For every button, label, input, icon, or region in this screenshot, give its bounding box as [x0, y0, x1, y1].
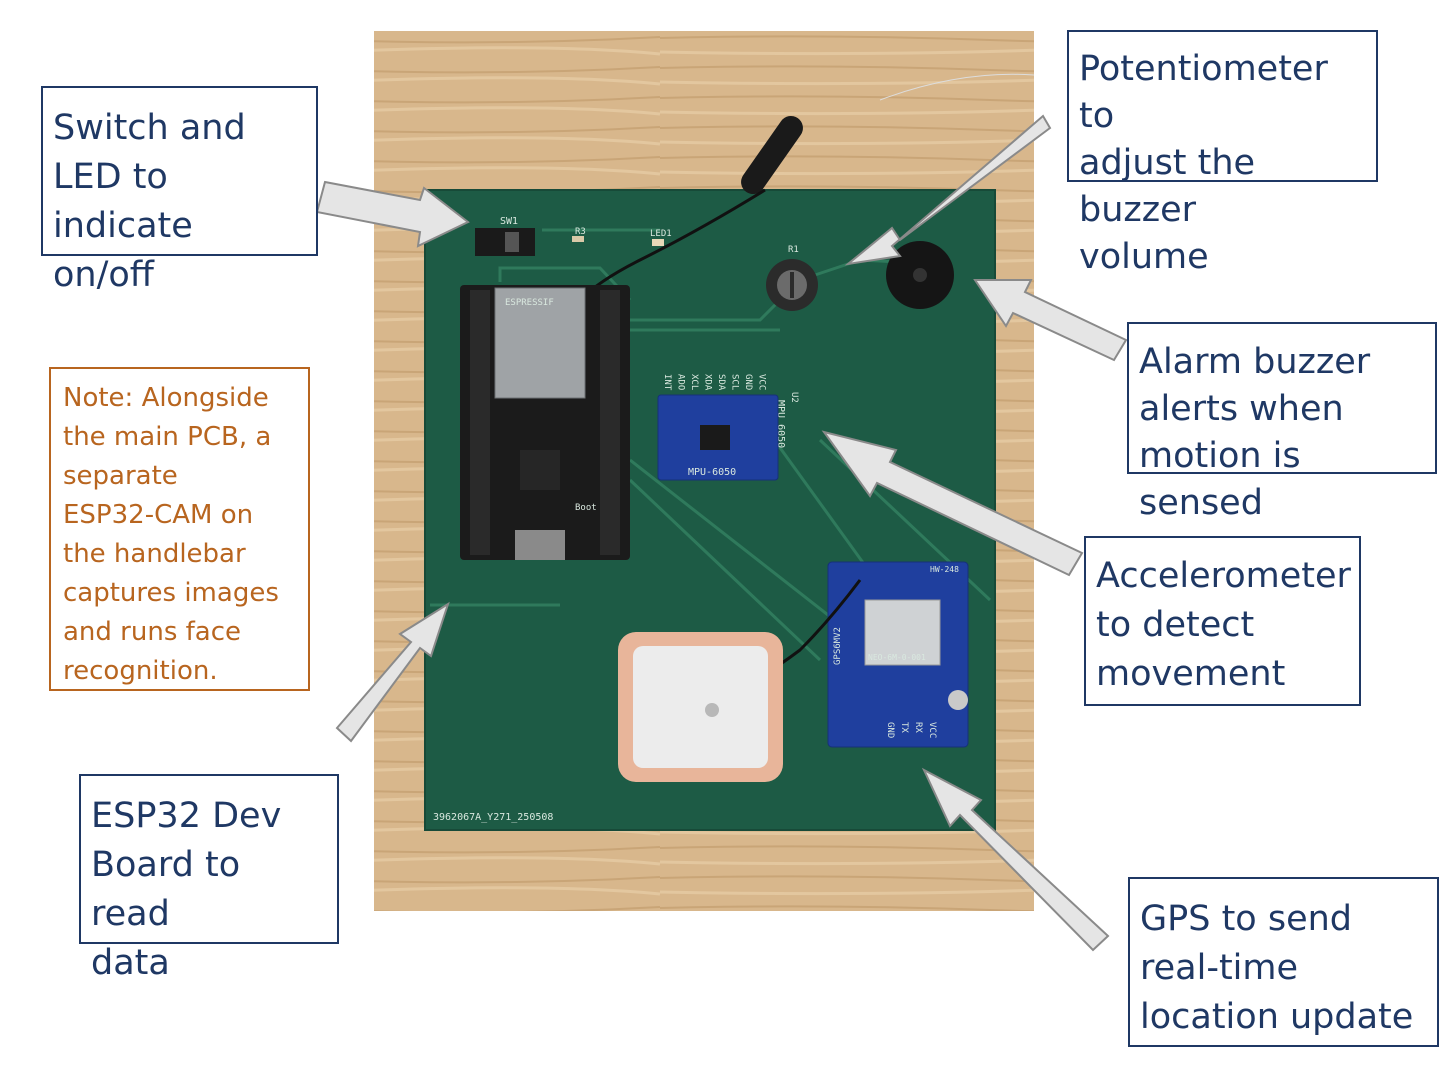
mpu-pins-label-4: SDA	[716, 374, 726, 391]
gps-chip-silk: NEO-6M-0-001	[868, 653, 926, 662]
arrow-to-potentiometer	[844, 114, 1052, 266]
esp-boot-silk: Boot	[575, 503, 597, 513]
gps-module-silk: GPS6MV2	[833, 627, 843, 665]
mpu-pins-label-0: INT	[662, 374, 672, 391]
r3-silk: R3	[575, 227, 586, 237]
callout-accelerometer: Accelerometer to detect movement	[1084, 536, 1361, 706]
potentiometer: R1	[766, 245, 818, 311]
esp-brand-silk: ESPRESSIF	[505, 298, 554, 308]
arrow-to-esp32	[335, 601, 450, 743]
mpu-module-silk: MPU-6050	[688, 467, 736, 478]
arrow-to-gps	[921, 767, 1110, 952]
mpu-pins-label-2: XCL	[689, 374, 699, 390]
mpu-pins-label-3: XDA	[703, 374, 713, 391]
note-esp32-cam: Note: Alongside the main PCB, a separate…	[49, 367, 310, 691]
gps-pins-label-0: VCC	[927, 722, 937, 738]
callout-gps: GPS to send real-time location update	[1128, 877, 1439, 1047]
gps-id-silk: HW-248	[930, 565, 959, 574]
arrow-to-switch	[315, 180, 470, 248]
sw1-silk: SW1	[500, 216, 518, 227]
mpu-ref-silk: U2	[789, 392, 799, 403]
gps-pins-label-1: RX	[913, 722, 923, 733]
arrow-to-accelerometer	[821, 430, 1084, 577]
board-id-silk: 3962067A_Y271_250508	[433, 812, 553, 823]
gps-pins-label-2: TX	[899, 722, 909, 733]
r1-silk: R1	[788, 245, 799, 255]
callout-esp32: ESP32 Dev Board to read data	[79, 774, 339, 983]
gps-module: NEO-6M-0-001 GPS6MV2 HW-248 VCC RX TX GND	[719, 561, 969, 748]
mpu-pins-label-6: GND	[743, 374, 753, 390]
callout-potentiometer: Potentiometer to adjust the buzzer volum…	[1067, 30, 1378, 277]
arrow-to-buzzer	[973, 279, 1128, 362]
led-indicator: R3 LED1	[572, 227, 672, 246]
power-switch: SW1	[475, 216, 535, 256]
buzzer	[886, 241, 954, 309]
callout-buzzer: Alarm buzzer alerts when motion is sense…	[1127, 322, 1437, 523]
callout-switch-led: Switch and LED to indicate on/off	[41, 86, 318, 295]
esp32-devboard: ESPRESSIF Boot	[460, 285, 630, 560]
mpu-pins-label-5: SCL	[730, 374, 740, 390]
led1-silk: LED1	[650, 229, 672, 239]
mpu-pins-label-1: ADO	[676, 374, 686, 390]
gps-antenna	[618, 632, 783, 782]
mpu-pins-label-7: VCC	[757, 374, 767, 390]
gps-pins-label-3: GND	[885, 722, 895, 738]
mpu-title-silk: MPU 6050	[775, 400, 786, 448]
